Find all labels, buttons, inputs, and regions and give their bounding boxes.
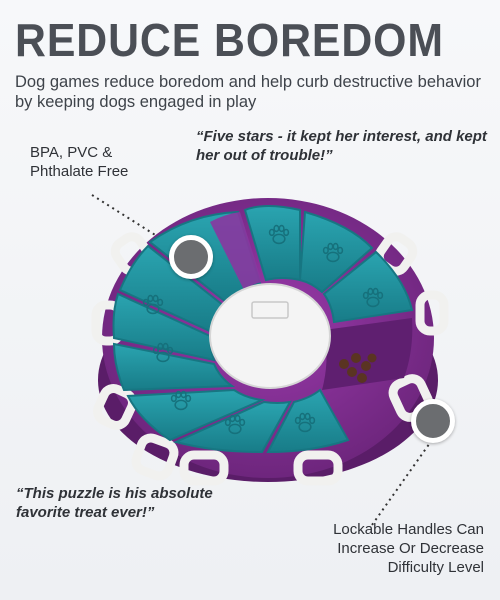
center-hub xyxy=(209,283,331,389)
callout-line-top xyxy=(91,194,161,239)
review-quote-bottom: “This puzzle is his absolute favorite tr… xyxy=(16,485,213,521)
treat-compartment xyxy=(322,318,413,390)
subhead: Dog games reduce boredom and help curb d… xyxy=(15,73,481,111)
handles-note: Lockable Handles Can Increase Or Decreas… xyxy=(333,521,484,576)
headline: REDUCE BOREDOM xyxy=(15,14,444,66)
material-note: BPA, PVC & Phthalate Free xyxy=(30,144,129,180)
hub-logo-mark xyxy=(251,301,289,319)
callout-dot-handles xyxy=(411,399,455,443)
callout-dot-material xyxy=(169,235,213,279)
review-quote-top: “Five stars - it kept her interest, and … xyxy=(196,128,487,164)
treat-kibble-icon xyxy=(339,353,377,383)
